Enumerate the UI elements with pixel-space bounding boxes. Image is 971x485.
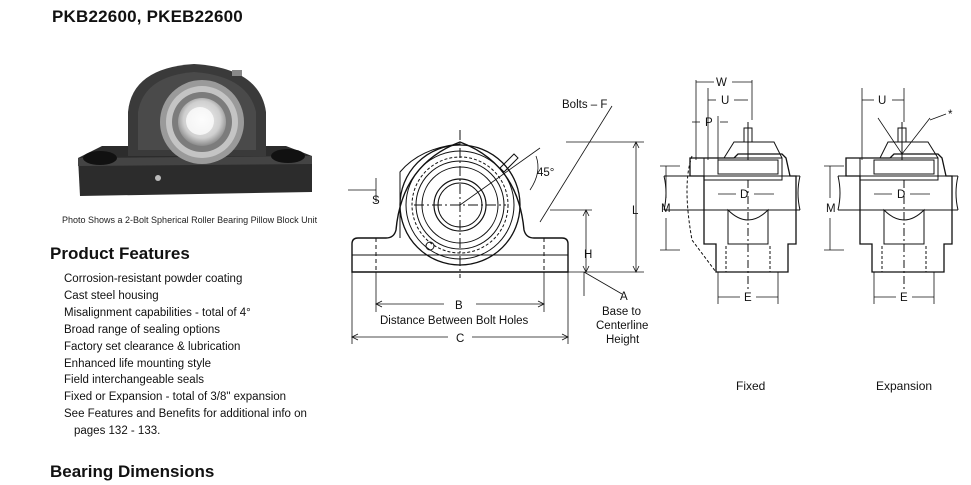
star-label: * (948, 109, 953, 121)
feature-item: Factory set clearance & lubrication (64, 340, 241, 353)
expansion-label: Expansion (876, 379, 932, 393)
u-label-expansion: U (878, 95, 886, 107)
bolts-label: Bolts – F (562, 99, 607, 111)
feature-item: See Features and Benefits for additional… (64, 408, 307, 421)
features-list: Corrosion-resistant powder coating Cast … (64, 271, 307, 440)
b-label: B (455, 300, 463, 312)
product-photo (78, 64, 312, 196)
h-label: H (584, 249, 592, 261)
w-label: W (716, 77, 727, 89)
c-label: C (456, 333, 464, 345)
e-label-expansion: E (900, 292, 908, 304)
photo-caption: Photo Shows a 2-Bolt Spherical Roller Be… (62, 215, 318, 225)
m-label-fixed: M (661, 203, 671, 215)
d-label-expansion: D (897, 189, 905, 201)
feature-item: Enhanced life mounting style (64, 357, 212, 370)
s-label: S (372, 195, 380, 207)
u-label-fixed: U (721, 95, 729, 107)
fixed-label: Fixed (736, 379, 765, 393)
expansion-view (824, 88, 959, 304)
b-description: Distance Between Bolt Holes (380, 315, 529, 327)
feature-item: Broad range of sealing options (64, 323, 220, 336)
a-label: A (620, 291, 628, 303)
angle-label: 45° (537, 167, 554, 179)
fixed-view (660, 80, 801, 304)
feature-item: Cast steel housing (64, 289, 159, 302)
feature-item: Corrosion-resistant powder coating (64, 273, 243, 285)
front-view (348, 105, 644, 344)
feature-item: Fixed or Expansion - total of 3/8" expan… (64, 391, 287, 404)
dimension-drawing: Bolts – F 45° S L H B Distance Between B… (348, 77, 959, 393)
e-label-fixed: E (744, 292, 752, 304)
m-label-expansion: M (826, 203, 836, 215)
features-heading: Product Features (50, 244, 190, 263)
a-description-line1: Base to (602, 306, 641, 318)
a-description-line2: Centerline (596, 320, 648, 332)
p-label: P (705, 117, 713, 129)
feature-item-continuation: pages 132 - 133. (74, 425, 161, 438)
bearing-dimensions-heading: Bearing Dimensions (50, 462, 215, 481)
l-label: L (632, 205, 639, 217)
feature-item: Field interchangeable seals (64, 374, 205, 387)
d-label-fixed: D (740, 189, 748, 201)
page-title: PKB22600, PKEB22600 (52, 7, 243, 26)
feature-item: Misalignment capabilities - total of 4° (64, 306, 251, 319)
a-description-line3: Height (606, 334, 640, 346)
